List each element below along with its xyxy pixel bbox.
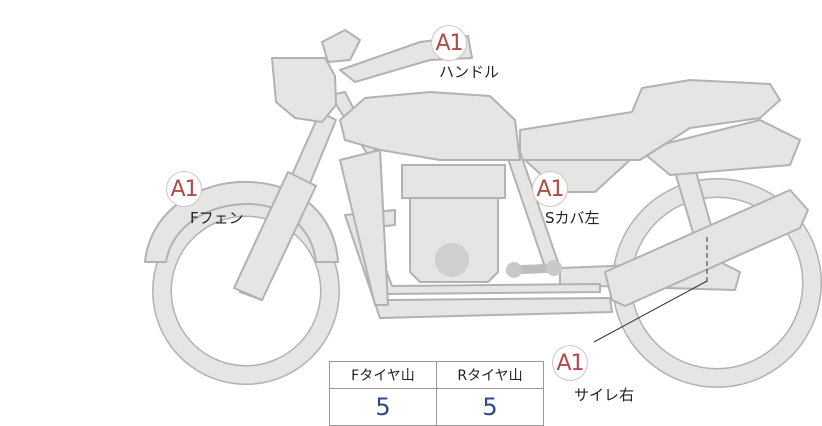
- grade-badge-side-cover: A1: [532, 171, 568, 207]
- damage-label-front-fender: Fフェン: [190, 209, 244, 227]
- damage-label-side-cover: Sカバ左: [545, 209, 600, 227]
- fuel-tank: [339, 91, 521, 161]
- grade-badge-muffler: A1: [552, 345, 588, 381]
- callout-leader-line: [593, 280, 708, 343]
- front-tread-value: 5: [329, 388, 437, 426]
- grade-badge-handle: A1: [431, 25, 467, 61]
- tire-tread-table: Fタイヤ山 Rタイヤ山 5 5: [329, 361, 544, 426]
- rear-tread-value: 5: [436, 388, 544, 426]
- damage-label-muffler: サイレ右: [574, 386, 635, 404]
- headlight: [271, 57, 337, 123]
- damage-label-handle: ハンドル: [439, 63, 500, 81]
- rear-tread-header: Rタイヤ山: [436, 361, 544, 389]
- rear-fender: [639, 119, 801, 176]
- footpeg: [506, 260, 562, 278]
- grade-badge-front-fender: A1: [166, 171, 202, 207]
- front-tread-header: Fタイヤ山: [329, 361, 437, 389]
